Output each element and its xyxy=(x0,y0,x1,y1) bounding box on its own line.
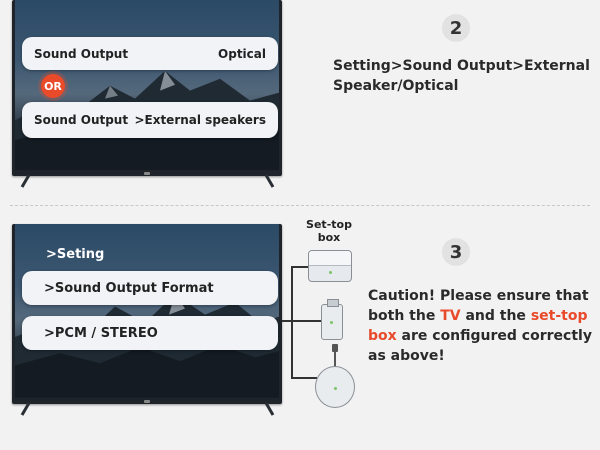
box-highlight: box xyxy=(368,328,397,344)
optical-value: Optical xyxy=(218,46,266,61)
tv-logo xyxy=(144,172,150,175)
tv-top-leg-right xyxy=(264,174,275,188)
connector-to-stb xyxy=(291,266,309,268)
connector-to-chromecast xyxy=(291,377,317,379)
sound-output-label: Sound Output xyxy=(34,46,129,61)
instruction-line-1: Setting>Sound Output>External xyxy=(333,58,590,74)
tv-logo xyxy=(144,400,150,403)
tv-bottom-leg-left xyxy=(20,402,31,416)
sound-output-external-bar[interactable]: Sound Output >External speakers xyxy=(22,102,278,138)
caution-text: Caution! Please ensure that both the TV … xyxy=(368,288,592,364)
step-2-instruction: Setting>Sound Output>External Speaker/Op… xyxy=(333,56,590,96)
chromecast-icon xyxy=(315,344,355,410)
sound-output-label: Sound Output xyxy=(34,113,129,127)
sound-output-optical-bar[interactable]: Sound Output Optical xyxy=(22,37,278,70)
setting-menu-header: >Seting xyxy=(46,247,105,262)
step-3-badge: 3 xyxy=(442,238,470,266)
tv-top-leg-left xyxy=(20,174,31,188)
step-2-badge: 2 xyxy=(442,14,470,42)
external-speakers-value: >External speakers xyxy=(134,113,266,127)
sound-output-format-bar[interactable]: >Sound Output Format xyxy=(22,271,278,305)
set-top-highlight: set-top xyxy=(530,308,588,324)
set-top-box-title: Set-top box xyxy=(306,218,352,244)
or-badge: OR xyxy=(41,74,65,98)
tv-highlight: TV xyxy=(440,308,461,324)
pcm-stereo-label: >PCM / STEREO xyxy=(44,325,158,341)
connector-vertical xyxy=(291,266,293,378)
sound-output-format-label: >Sound Output Format xyxy=(44,280,214,296)
section-divider xyxy=(10,205,590,206)
set-top-box-icon xyxy=(308,250,352,282)
connector-horizontal xyxy=(282,320,292,322)
instruction-line-2: Speaker/Optical xyxy=(333,78,459,94)
pcm-stereo-bar[interactable]: >PCM / STEREO xyxy=(22,316,278,350)
connector-to-usb xyxy=(291,320,321,322)
tv-bottom-leg-right xyxy=(264,402,275,416)
usb-stick-icon xyxy=(321,299,343,340)
